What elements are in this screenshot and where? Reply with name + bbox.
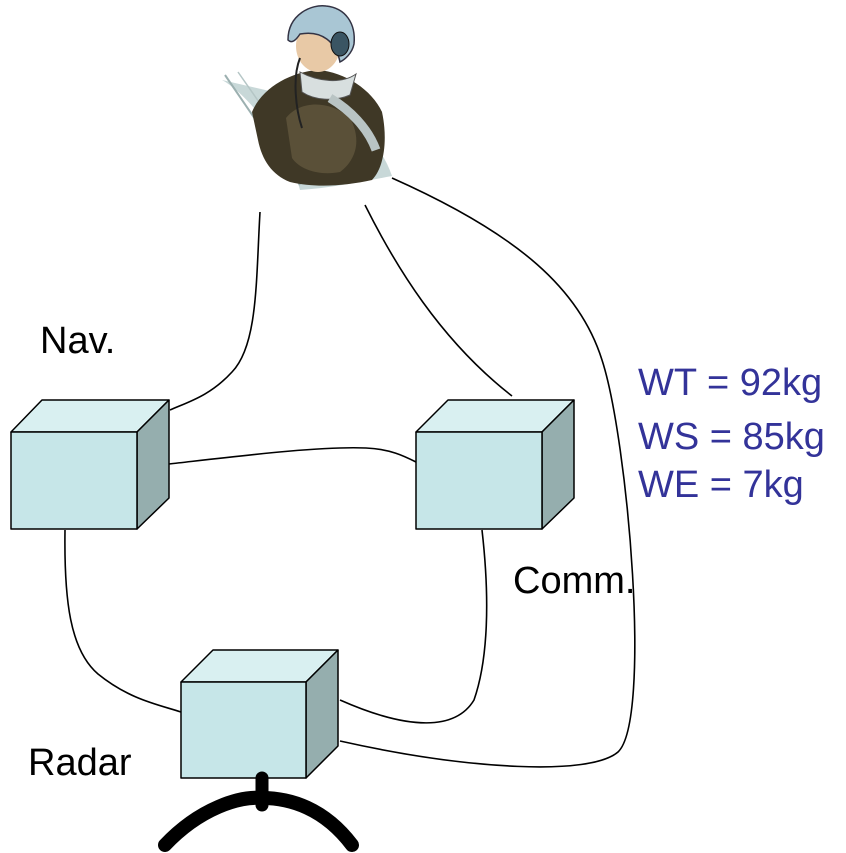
comm-box	[415, 399, 575, 530]
weight-ws: WS = 85kg	[638, 416, 825, 458]
pilot-with-headset-icon	[222, 5, 392, 190]
wire-pilot-comm	[364, 204, 513, 397]
comm-box-front	[415, 431, 543, 530]
nav-box-front	[10, 431, 138, 530]
comm-label: Comm.	[513, 560, 636, 602]
radar-label: Radar	[28, 742, 132, 784]
wire-comm-radar	[339, 529, 488, 724]
wire-nav-radar	[64, 529, 182, 713]
wires	[64, 177, 636, 768]
weight-we: WE = 7kg	[638, 464, 804, 506]
wire-nav-comm	[168, 446, 417, 465]
nav-box	[10, 399, 170, 530]
radar-antenna-icon	[158, 771, 359, 852]
weight-total: WT = 92kg	[638, 362, 823, 404]
radar-box	[180, 649, 339, 779]
wire-pilot-radar	[339, 177, 636, 768]
nav-label: Nav.	[40, 320, 116, 362]
wire-pilot-nav	[169, 211, 261, 411]
radar-box-front	[180, 681, 307, 779]
